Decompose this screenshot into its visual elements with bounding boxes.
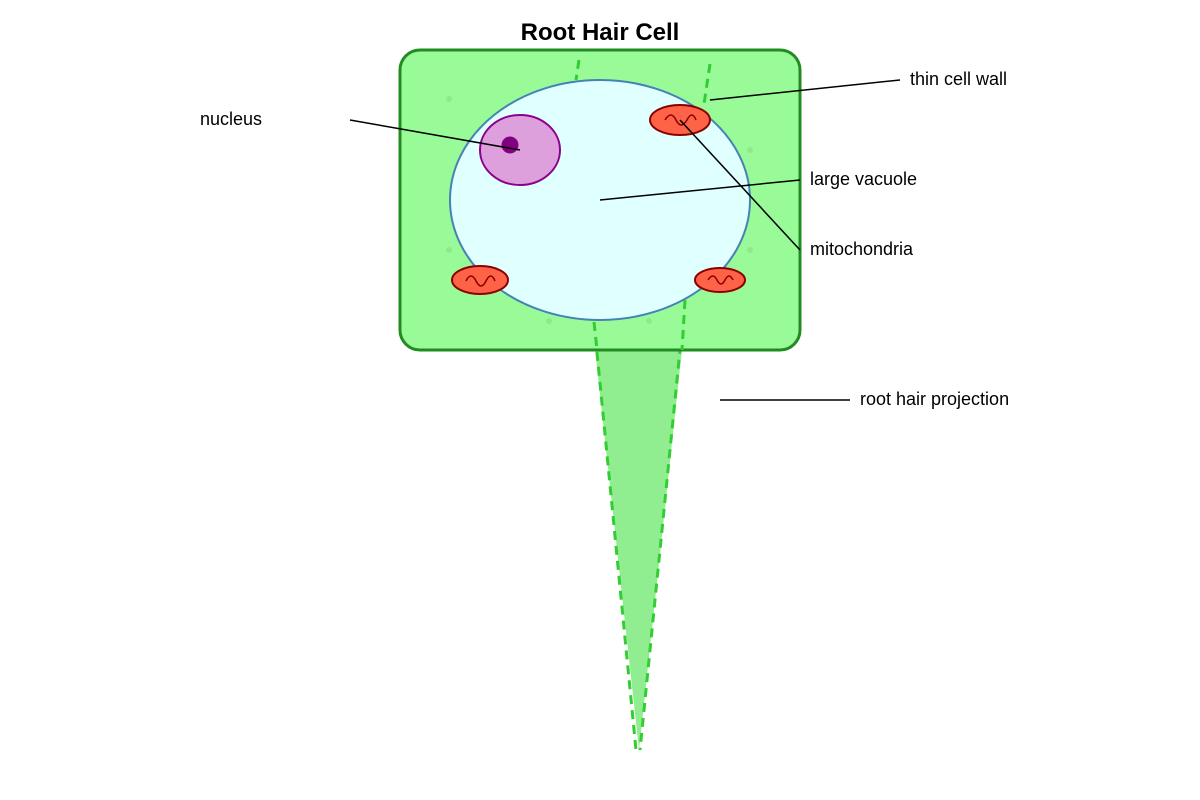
projection-wall-right — [638, 299, 687, 751]
root-hair-projection — [594, 340, 683, 750]
thin-cell-wall-leader-line — [709, 79, 901, 101]
mitochondria-label: mitochondria — [810, 239, 914, 259]
nucleus-label: nucleus — [200, 109, 262, 129]
mitochondrion-bottom-right — [694, 267, 746, 293]
cytoplasm-granules — [446, 96, 753, 324]
nucleus-leader-line — [349, 119, 521, 151]
mitochondria-leader-line — [679, 119, 801, 251]
thin-wall-segment-right — [702, 63, 712, 105]
root-hair-projection-label: root hair projection — [860, 389, 1009, 409]
projection-junction-right — [680, 299, 687, 351]
nucleolus — [501, 136, 519, 154]
diagram-title: Root Hair Cell — [521, 19, 680, 46]
thin-wall-segment-left — [574, 59, 581, 81]
thin-cell-wall-label: thin cell wall — [910, 69, 1007, 89]
mitochondrion-bottom-left — [451, 265, 509, 295]
projection-wall-left — [592, 321, 638, 751]
projection-junction-left — [592, 321, 599, 351]
large-vacuole-leader-line — [599, 179, 801, 201]
large-vacuole-label: large vacuole — [810, 169, 917, 189]
